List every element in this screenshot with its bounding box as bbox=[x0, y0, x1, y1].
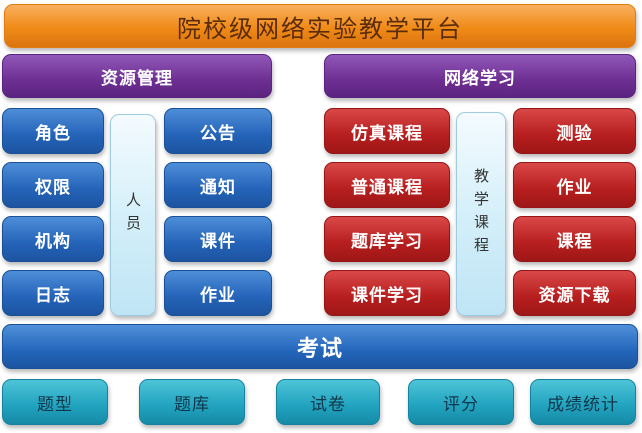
assignment-block: 作业 bbox=[513, 162, 636, 208]
regular-course-block: 普通课程 bbox=[324, 162, 450, 208]
courseware-study-block: 课件学习 bbox=[324, 270, 450, 316]
courseware-block: 课件 bbox=[164, 216, 272, 262]
question-bank-study-block: 题库学习 bbox=[324, 216, 450, 262]
role-block: 角色 bbox=[2, 108, 104, 154]
simulation-course-block: 仿真课程 bbox=[324, 108, 450, 154]
homework-block: 作业 bbox=[164, 270, 272, 316]
quiz-block: 测验 bbox=[513, 108, 636, 154]
score-statistics-block: 成绩统计 bbox=[530, 379, 636, 425]
course-block: 课程 bbox=[513, 216, 636, 262]
personnel-block: 人员 bbox=[110, 114, 156, 316]
log-block: 日志 bbox=[2, 270, 104, 316]
test-paper-block: 试卷 bbox=[276, 379, 380, 425]
organization-block: 机构 bbox=[2, 216, 104, 262]
resource-download-block: 资源下载 bbox=[513, 270, 636, 316]
teaching-course-block: 教学课程 bbox=[456, 112, 506, 316]
resource-management-header: 资源管理 bbox=[2, 54, 272, 98]
network-learning-header: 网络学习 bbox=[324, 54, 636, 98]
announcement-block: 公告 bbox=[164, 108, 272, 154]
notice-block: 通知 bbox=[164, 162, 272, 208]
permission-block: 权限 bbox=[2, 162, 104, 208]
question-bank-block: 题库 bbox=[139, 379, 245, 425]
grading-block: 评分 bbox=[408, 379, 514, 425]
question-type-block: 题型 bbox=[2, 379, 108, 425]
platform-title: 院校级网络实验教学平台 bbox=[4, 4, 636, 48]
exam-bar: 考试 bbox=[2, 324, 638, 369]
